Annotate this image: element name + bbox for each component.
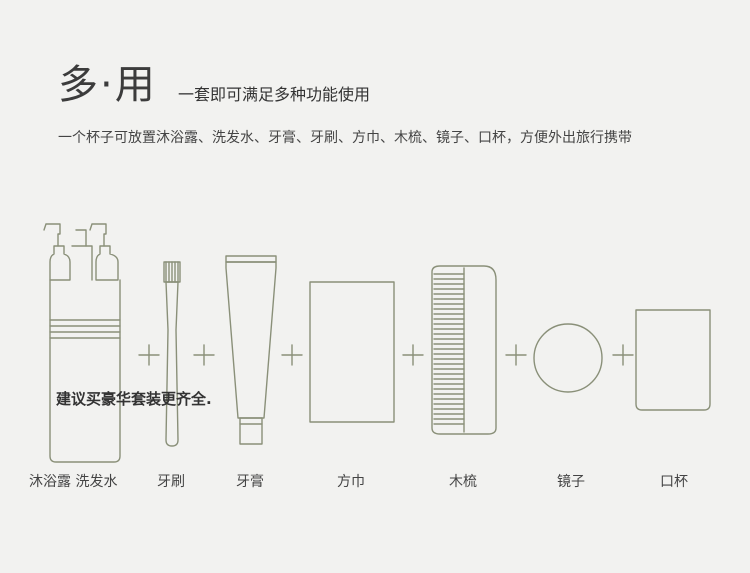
item-label: 牙刷	[157, 474, 185, 490]
plus-icon	[194, 345, 214, 365]
cup-icon	[636, 310, 710, 410]
plus-icon	[282, 345, 302, 365]
bottles-cup-icon	[44, 224, 120, 462]
item-label: 口杯	[660, 474, 688, 490]
mirror-icon	[534, 324, 602, 392]
suggestion-note: 建议买豪华套装更齐全.	[56, 390, 212, 408]
toothpaste-icon	[226, 256, 276, 444]
toothbrush-icon	[164, 262, 180, 446]
plus-icon	[613, 345, 633, 365]
plus-icon	[139, 345, 159, 365]
plus-icon	[506, 345, 526, 365]
page-subtitle: 一套即可满足多种功能使用	[178, 85, 371, 104]
item-label: 木梳	[449, 474, 477, 490]
comb-icon	[432, 266, 496, 434]
item-label: 牙膏	[236, 474, 264, 490]
item-label: 沐浴露 洗发水	[29, 474, 118, 490]
description-text: 一个杯子可放置沐浴露、洗发水、牙膏、牙刷、方巾、木梳、镜子、口杯，方便外出旅行携…	[58, 130, 632, 146]
item-label: 镜子	[557, 474, 585, 490]
page-title: 多·用	[58, 62, 157, 108]
item-label: 方巾	[337, 474, 365, 490]
plus-icon	[403, 345, 423, 365]
towel-icon	[310, 282, 394, 422]
